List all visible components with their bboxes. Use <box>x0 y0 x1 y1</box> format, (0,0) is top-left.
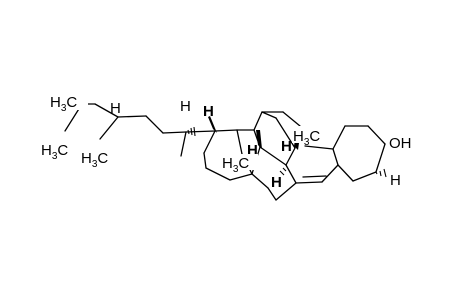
methyl-h: H <box>41 142 52 159</box>
methyl-h: H <box>81 150 92 167</box>
hatched-bond <box>279 164 288 176</box>
methyl-c: C <box>238 155 249 172</box>
methyl-subscript: 3 <box>304 137 310 148</box>
hydrogen-label: H <box>110 100 121 117</box>
methyl-label: H3C <box>50 94 77 114</box>
methyl-label: H3C <box>81 150 108 170</box>
hydrogen-label: H <box>281 138 292 155</box>
hatched-bond <box>187 126 196 137</box>
methyl-c: C <box>66 94 77 111</box>
methyl-subscript: 3 <box>233 164 239 175</box>
methyl-subscript: 3 <box>61 103 67 114</box>
ring-b <box>285 145 339 184</box>
methyl-c: C <box>57 142 68 159</box>
ring-c <box>253 111 301 166</box>
methyl-label: H3C <box>293 128 320 148</box>
methyl-c: C <box>97 150 108 167</box>
hatched-bond <box>375 168 387 178</box>
hydrogen-label: H <box>271 174 282 191</box>
wedge-bond <box>208 116 217 133</box>
methyl-label: H3C <box>222 155 249 175</box>
hydrogen-label: H <box>247 142 258 159</box>
methyl-h: H <box>50 94 61 111</box>
ring-a <box>332 125 386 182</box>
hydrogen-label: H <box>390 172 401 189</box>
hydrogen-label: H <box>203 103 214 120</box>
hydrogen-label: H <box>180 98 191 115</box>
methyl-h: H <box>293 128 304 145</box>
atom-labels: OH H H H H H H H H3C H3C H3C H3C H3C <box>40 92 420 191</box>
hydroxyl-label: OH <box>389 135 412 152</box>
methyl-h: H <box>222 155 233 172</box>
methyl-subscript: 3 <box>52 151 58 162</box>
methyl-c: C <box>309 128 320 145</box>
methyl-subscript: 3 <box>92 159 98 170</box>
methyl-label: H3C <box>41 142 68 162</box>
wedge-bond <box>256 130 262 149</box>
